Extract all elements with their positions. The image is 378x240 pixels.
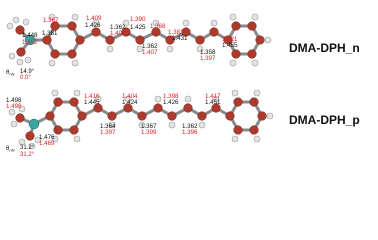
bond-label: 1.426 xyxy=(163,99,179,106)
bond-label: 1.421 xyxy=(222,36,238,43)
bond-label: 1.426 xyxy=(85,22,101,29)
bond-label: 1.381 xyxy=(42,30,58,37)
molecule-n: 1.448 1.452 1.367 1.381 1.409 1.426 1.39… xyxy=(6,13,360,81)
angle-value-red: 31.2° xyxy=(20,152,35,158)
bond-label: 1.498 xyxy=(6,97,22,104)
nitrogen-atom-p xyxy=(28,118,40,130)
bond-label: 1.452 xyxy=(22,39,38,46)
nitrogen-atom-n xyxy=(24,34,36,46)
bond-label: 1.397 xyxy=(100,129,116,136)
bond-label: 1.397 xyxy=(200,55,216,62)
bond-label: 1.381 xyxy=(168,29,184,36)
bond-label: 1.362 xyxy=(110,24,126,31)
bond-label: 1.407 xyxy=(142,49,158,56)
molecule-diagram: 1.448 1.452 1.367 1.381 1.409 1.426 1.39… xyxy=(6,13,360,158)
bond-label: 1.396 xyxy=(182,129,198,136)
bond-label: 1.448 xyxy=(22,32,38,39)
angle-symbol: θnN xyxy=(6,70,15,77)
angle-annotation-n: θnN 14.9° 0.0° xyxy=(6,69,35,81)
bond-label: 1.431 xyxy=(172,35,188,42)
bond-label: 1.445 xyxy=(84,99,100,106)
bond-label: 1.362 xyxy=(182,123,198,130)
bond-label: 1.425 xyxy=(130,24,146,31)
bond-label: 1.409 xyxy=(86,15,102,22)
carbon-atoms-n xyxy=(15,21,265,59)
bond-label: 1.498 xyxy=(6,103,22,110)
bond-label: 1.399 xyxy=(141,129,157,136)
angle-symbol: θnN xyxy=(6,146,15,153)
bond-label: 1.455 xyxy=(222,42,238,49)
bond-label: 1.469 xyxy=(39,140,55,147)
molecule-p: 1.498 1.498 1.476 1.469 1.416 1.445 1.36… xyxy=(6,89,360,158)
bond-label: 1.417 xyxy=(205,93,221,100)
bond-label: 1.364 xyxy=(100,123,116,130)
molecule-name: DMA-DPH_p xyxy=(289,113,360,127)
angle-annotation-p: θnN 31.2° 31.2° xyxy=(6,145,35,158)
bond-label: 1.451 xyxy=(205,99,221,106)
angle-value-black: 14.9° xyxy=(20,69,35,75)
carbon-atoms-p xyxy=(15,97,267,141)
angle-value-red: 0.0° xyxy=(20,75,31,81)
molecule-name: DMA-DPH_n xyxy=(289,41,360,55)
bond-labels-n: 1.448 1.452 1.367 1.381 1.409 1.426 1.39… xyxy=(22,15,238,62)
bond-label: 1.416 xyxy=(84,93,100,100)
bond-label: 1.406 xyxy=(110,30,126,37)
bond-label: 1.390 xyxy=(130,16,146,23)
bond-label: 1.367 xyxy=(141,123,157,130)
bond-label: 1.404 xyxy=(122,93,138,100)
hydrogen-atoms-n xyxy=(6,13,272,67)
figure: 1.448 1.452 1.367 1.381 1.409 1.426 1.39… xyxy=(6,13,360,158)
bond-label: 1.362 xyxy=(142,43,158,50)
bond-label: 1.368 xyxy=(150,23,166,30)
bond-label: 1.476 xyxy=(39,134,55,141)
bond-labels-p: 1.498 1.498 1.476 1.469 1.416 1.445 1.36… xyxy=(6,93,221,147)
bond-label: 1.398 xyxy=(163,93,179,100)
hydrogen-atoms-p xyxy=(8,89,274,150)
bond-label: 1.424 xyxy=(122,99,138,106)
bond-label: 1.367 xyxy=(43,17,59,24)
bond-label: 1.358 xyxy=(200,49,216,56)
angle-value-black: 31.2° xyxy=(20,145,35,151)
